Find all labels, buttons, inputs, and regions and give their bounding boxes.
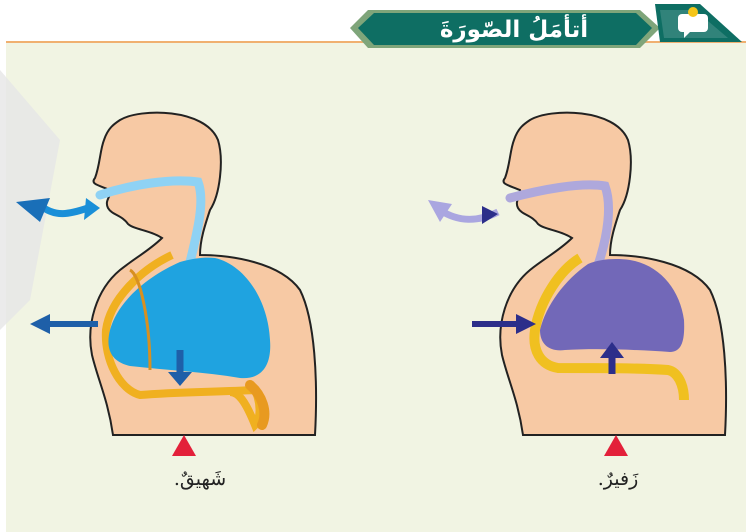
section-title: أتأمَلُ الصّورَةَ — [392, 14, 636, 46]
inhale-caption: شَهيقٌ. — [140, 468, 260, 490]
exhale-caption: زَفيرٌ. — [558, 468, 678, 490]
